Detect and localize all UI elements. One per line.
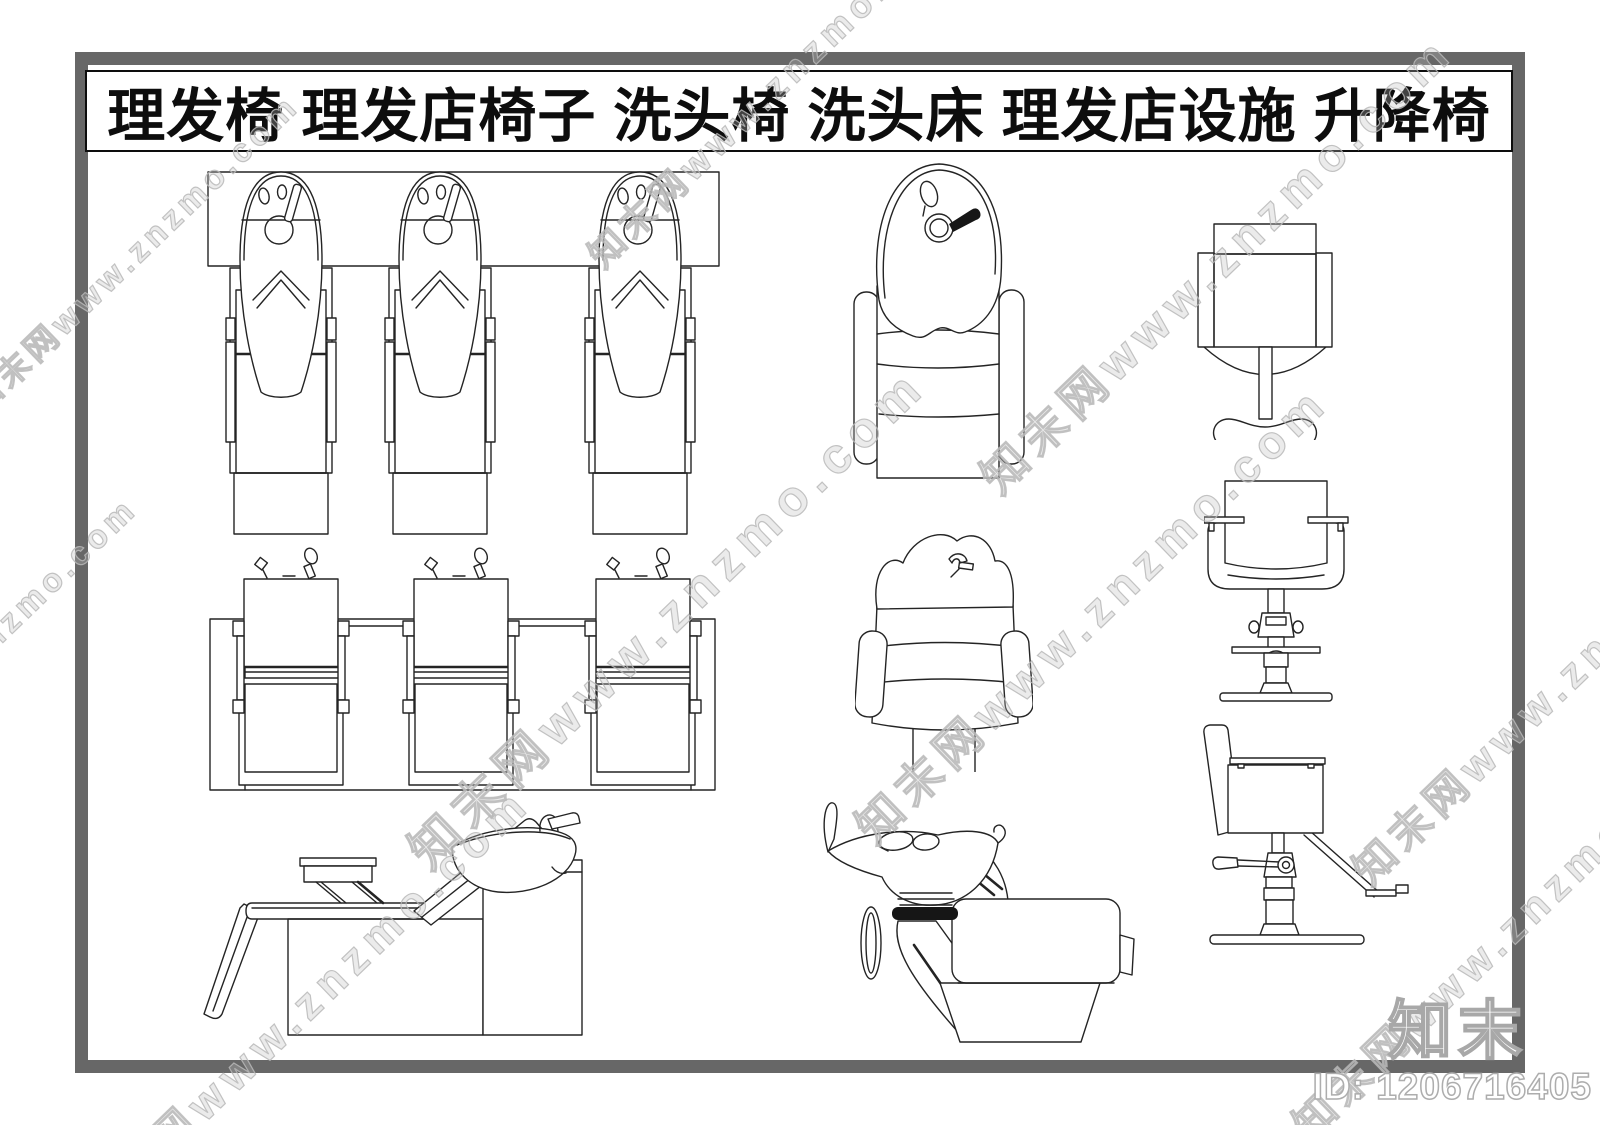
- resource-id: ID: 1206716405: [1312, 1065, 1592, 1108]
- page-title: 理发椅 理发店椅子 洗头椅 洗头床 理发店设施 升降椅: [107, 84, 1491, 149]
- figure-styling-chair-front-view: [1204, 480, 1349, 702]
- znzmo-logo: 知末: [1387, 994, 1528, 1068]
- figure-shampoo-station-row-front-view: [209, 547, 716, 791]
- figure-styling-chair-top-view: [1197, 223, 1333, 440]
- figure-shampoo-chair-top-view: [853, 163, 1025, 479]
- figure-barber-chair-side-view: [1203, 724, 1409, 945]
- figure-shampoo-bed-side-view-a: [203, 812, 583, 1036]
- figure-shampoo-station-row-top-view: [207, 171, 720, 535]
- figure-shampoo-bed-side-view-b: [823, 802, 1135, 1043]
- sheet-frame: [75, 52, 1525, 1073]
- figure-shampoo-chair-front-view: [855, 534, 1033, 772]
- title-bar: 理发椅 理发店椅子 洗头椅 洗头床 理发店设施 升降椅: [85, 70, 1513, 152]
